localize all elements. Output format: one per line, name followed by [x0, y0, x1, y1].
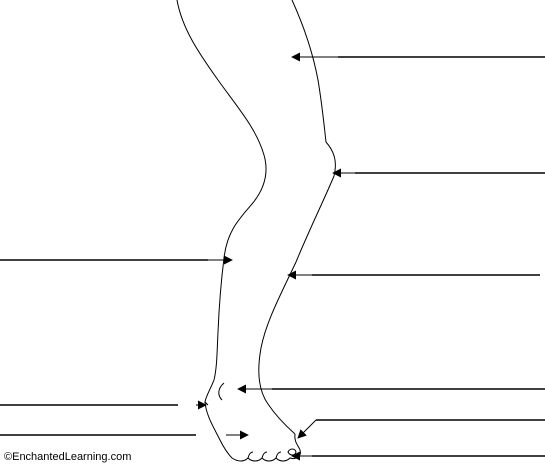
toe-lines [247, 451, 282, 459]
leg-drawing [176, 0, 336, 462]
toes-outline [231, 433, 301, 462]
label-pointers [0, 52, 545, 461]
toenail-outline [287, 448, 297, 456]
pointer-instep [297, 419, 545, 439]
leg-front-contour [258, 0, 336, 435]
ankle-bone [218, 382, 225, 401]
leg-back-contour [176, 0, 267, 459]
copyright-notice: ©EnchantedLearning.com [4, 451, 132, 463]
